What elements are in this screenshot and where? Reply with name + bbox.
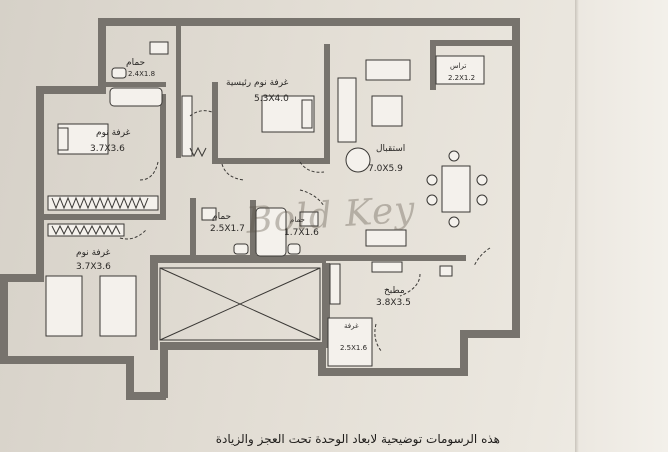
terrace-name: تراس [450, 62, 467, 70]
beds [45, 95, 315, 337]
master-bedroom-name: غرفة نوم رئيسية [226, 78, 289, 88]
reception-name: استقبال [376, 144, 406, 154]
small-room-name: غرفة [344, 322, 359, 330]
light-shaft [159, 267, 321, 341]
small-room-size: 2.5X1.6 [340, 344, 368, 352]
outer-walls [0, 18, 520, 400]
inner-walls [44, 26, 514, 350]
bathroom-mid-size: 2.5X1.7 [210, 224, 245, 234]
terrace-size: 2.2X1.2 [448, 74, 476, 82]
kitchen-size: 3.8X3.5 [376, 298, 411, 308]
bedroom-2-name: غرفة نوم [76, 248, 111, 258]
bathroom-top-size: 2.4X1.8 [128, 70, 156, 78]
page-edge [575, 0, 668, 452]
door-swings [119, 110, 491, 353]
bathroom-top-name: حمام [126, 58, 146, 68]
wc-size: 1.7X1.6 [284, 228, 319, 238]
bedroom-1-name: غرفة نوم [96, 128, 131, 138]
kitchen-fixtures [327, 261, 453, 367]
caption-disclaimer: هذه الرسومات توضيحية لابعاد الوحدة تحت ا… [215, 432, 500, 446]
bedroom-2-size: 3.7X3.6 [76, 262, 111, 272]
master-bedroom-size: 5.3X4.0 [254, 94, 289, 104]
bedroom-1-size: 3.7X3.6 [90, 144, 125, 154]
kitchen-name: مطبخ [384, 286, 405, 296]
reception-size: 7.0X5.9 [368, 164, 403, 174]
closets [47, 95, 207, 237]
wc-name: حمام [290, 216, 305, 224]
bathroom-mid-name: حمام [212, 212, 232, 222]
bathroom-fixtures [109, 41, 319, 257]
living-furniture [337, 55, 488, 247]
